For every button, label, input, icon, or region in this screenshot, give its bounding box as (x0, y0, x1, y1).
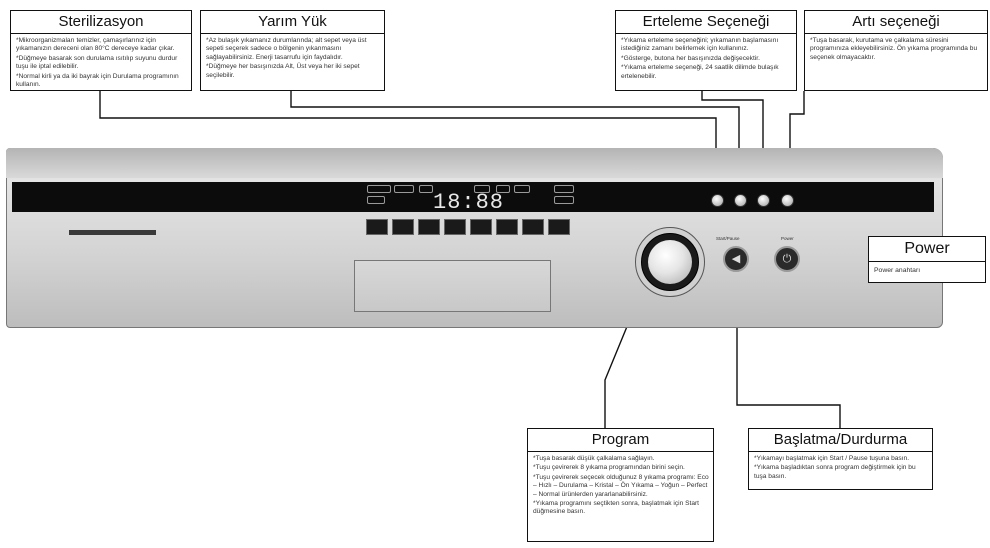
start-pause-button[interactable]: ◀ (723, 246, 749, 272)
panel-top-edge (6, 148, 943, 178)
leader-erteleme (701, 91, 764, 186)
callout-text: *Normal kirli ya da iki bayrak için Duru… (16, 72, 179, 89)
callout-text: *Yıkama programını seçtikten sonra, başl… (533, 500, 700, 516)
play-pause-icon: ◀ (731, 253, 741, 265)
callout-title: Başlatma/Durdurma (749, 429, 932, 452)
half-load-button[interactable] (711, 194, 724, 207)
callout-yarim-yuk: Yarım Yük *Az bulaşık yıkamanız durumlar… (200, 10, 385, 91)
program-icon (470, 219, 492, 235)
callout-sterilizasyon: Sterilizasyon *Mikroorganizmaları temizl… (10, 10, 192, 91)
indicator (474, 185, 490, 193)
indicator (419, 185, 433, 193)
callout-text: *Mikroorganizmaları temizler, çamaşırlar… (16, 37, 175, 53)
callout-title: Artı seçeneği (805, 11, 987, 34)
callout-program: Program *Tuşa basarak düşük çalkalama sa… (527, 428, 714, 542)
delay-button[interactable] (757, 194, 770, 207)
program-icon (366, 219, 388, 235)
callout-text: *Yıkamayı başlatmak için Start / Pause t… (754, 455, 910, 462)
callout-text: *Gösterge, butona her basışınızda değişe… (621, 54, 760, 62)
callout-title: Program (528, 429, 713, 452)
power-button[interactable]: ⏻ (774, 246, 800, 272)
lcd-display (364, 183, 582, 211)
callout-title: Erteleme Seçeneği (616, 11, 796, 34)
callout-text: *Az bulaşık yıkamanız durumlarında; alt … (206, 37, 367, 61)
callout-title: Sterilizasyon (11, 11, 191, 34)
callout-power: Power Power anahtarı (868, 236, 986, 283)
leader-baslatma (736, 283, 841, 428)
callout-text: *Düğmeye basarak son durulama ısıtılıp s… (16, 54, 178, 71)
callout-text: *Düğmeye her basışınızda Alt, Üst veya h… (206, 63, 360, 79)
detergent-drawer[interactable] (354, 260, 551, 312)
program-knob-face[interactable] (648, 240, 692, 284)
callout-text: *Yıkama erteleme seçeneği, 24 saatlik di… (621, 64, 779, 80)
callout-text: *Yıkama başladıktan sonra program değişt… (754, 464, 916, 480)
callout-text: Power anahtarı (874, 267, 921, 274)
indicator (554, 196, 574, 204)
indicator (394, 185, 414, 193)
callout-text: *Tuşu çevirerek 8 yıkama programından bi… (533, 464, 685, 472)
start-pause-label: Start/Pause (716, 236, 740, 241)
callout-title: Power (869, 237, 985, 262)
callout-text: *Tuşa basarak düşük çalkalama sağlayın. (533, 455, 655, 462)
callout-baslatma: Başlatma/Durdurma *Yıkamayı başlatmak iç… (748, 428, 933, 490)
callout-text: *Yıkama erteleme seçeneğini; yıkamanın b… (621, 37, 779, 53)
callout-text: *Tuşa basarak, kurutama ve çalkalama sür… (810, 37, 978, 61)
display-strip (12, 182, 934, 212)
plus-button[interactable] (781, 194, 794, 207)
indicator (554, 185, 574, 193)
handle-slot (69, 230, 156, 235)
program-icon (418, 219, 440, 235)
callout-arti: Artı seçeneği *Tuşa basarak, kurutama ve… (804, 10, 988, 91)
indicator (367, 196, 385, 204)
indicator (514, 185, 530, 193)
program-icon (548, 219, 570, 235)
callout-erteleme: Erteleme Seçeneği *Yıkama erteleme seçen… (615, 10, 797, 91)
program-icon (522, 219, 544, 235)
indicator (496, 185, 510, 193)
sterilize-button[interactable] (734, 194, 747, 207)
indicator (367, 185, 391, 193)
callout-title: Yarım Yük (201, 11, 384, 34)
time-display: 18:88 (433, 190, 505, 215)
program-icon (392, 219, 414, 235)
power-icon: ⏻ (782, 253, 792, 265)
callout-text: *Tuşu çevirerek seçecek olduğunuz 8 yıka… (533, 473, 709, 498)
program-icon (496, 219, 518, 235)
power-label: Power (781, 236, 794, 241)
program-icon (444, 219, 466, 235)
leader-yarim-yuk (290, 91, 740, 186)
